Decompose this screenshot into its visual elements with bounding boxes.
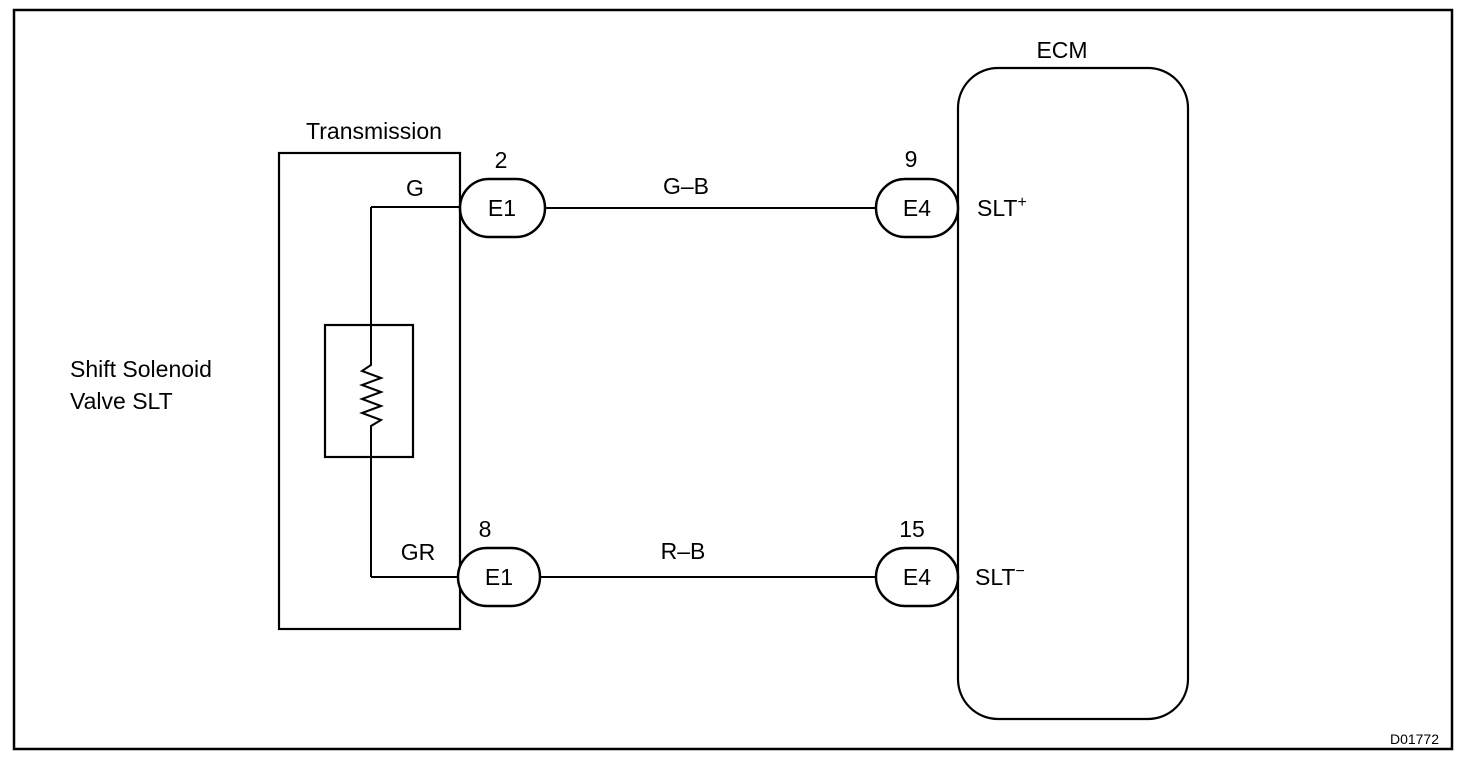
transmission-label: Transmission	[306, 118, 442, 144]
connector-e4-top-pin: 9	[905, 146, 918, 172]
figure-code: D01772	[1390, 731, 1439, 747]
connector-e4-bottom	[874, 546, 960, 608]
wire-color-gr: GR	[401, 539, 436, 565]
ecm-terminal-slt-minus-sign: −	[1015, 563, 1024, 580]
ecm-terminal-slt-minus: SLT−	[975, 563, 1025, 590]
ecm-box	[956, 66, 1190, 721]
ecm-terminal-slt-minus-name: SLT	[975, 564, 1015, 590]
ecm-terminal-slt-plus-name: SLT	[977, 195, 1017, 221]
ecm-terminal-slt-plus-sign: +	[1017, 194, 1026, 211]
solenoid-label-line1: Shift Solenoid	[70, 356, 212, 382]
ecm-terminal-slt-plus: SLT+	[977, 194, 1027, 221]
harness-wire-top-label: G–B	[663, 173, 709, 199]
resistor-symbol	[359, 207, 384, 577]
connector-e4-bottom-label: E4	[903, 564, 931, 590]
wire-color-g: G	[406, 175, 424, 201]
connector-e1-top-pin: 2	[495, 147, 508, 173]
connector-e1-bottom-label: E1	[485, 564, 513, 590]
connector-e1-bottom	[456, 546, 542, 608]
solenoid-box	[323, 323, 415, 459]
ecm-label: ECM	[1036, 37, 1087, 63]
connector-e4-top-label: E4	[903, 195, 931, 221]
solenoid-label-line2: Valve SLT	[70, 388, 173, 414]
connector-e4-top	[874, 177, 960, 239]
connector-e1-top-label: E1	[488, 195, 516, 221]
harness-wire-bottom-label: R–B	[661, 538, 706, 564]
connector-e1-top	[458, 177, 547, 239]
diagram-frame	[12, 8, 1454, 751]
connector-e4-bottom-pin: 15	[899, 516, 925, 542]
connector-e1-bottom-pin: 8	[479, 516, 492, 542]
